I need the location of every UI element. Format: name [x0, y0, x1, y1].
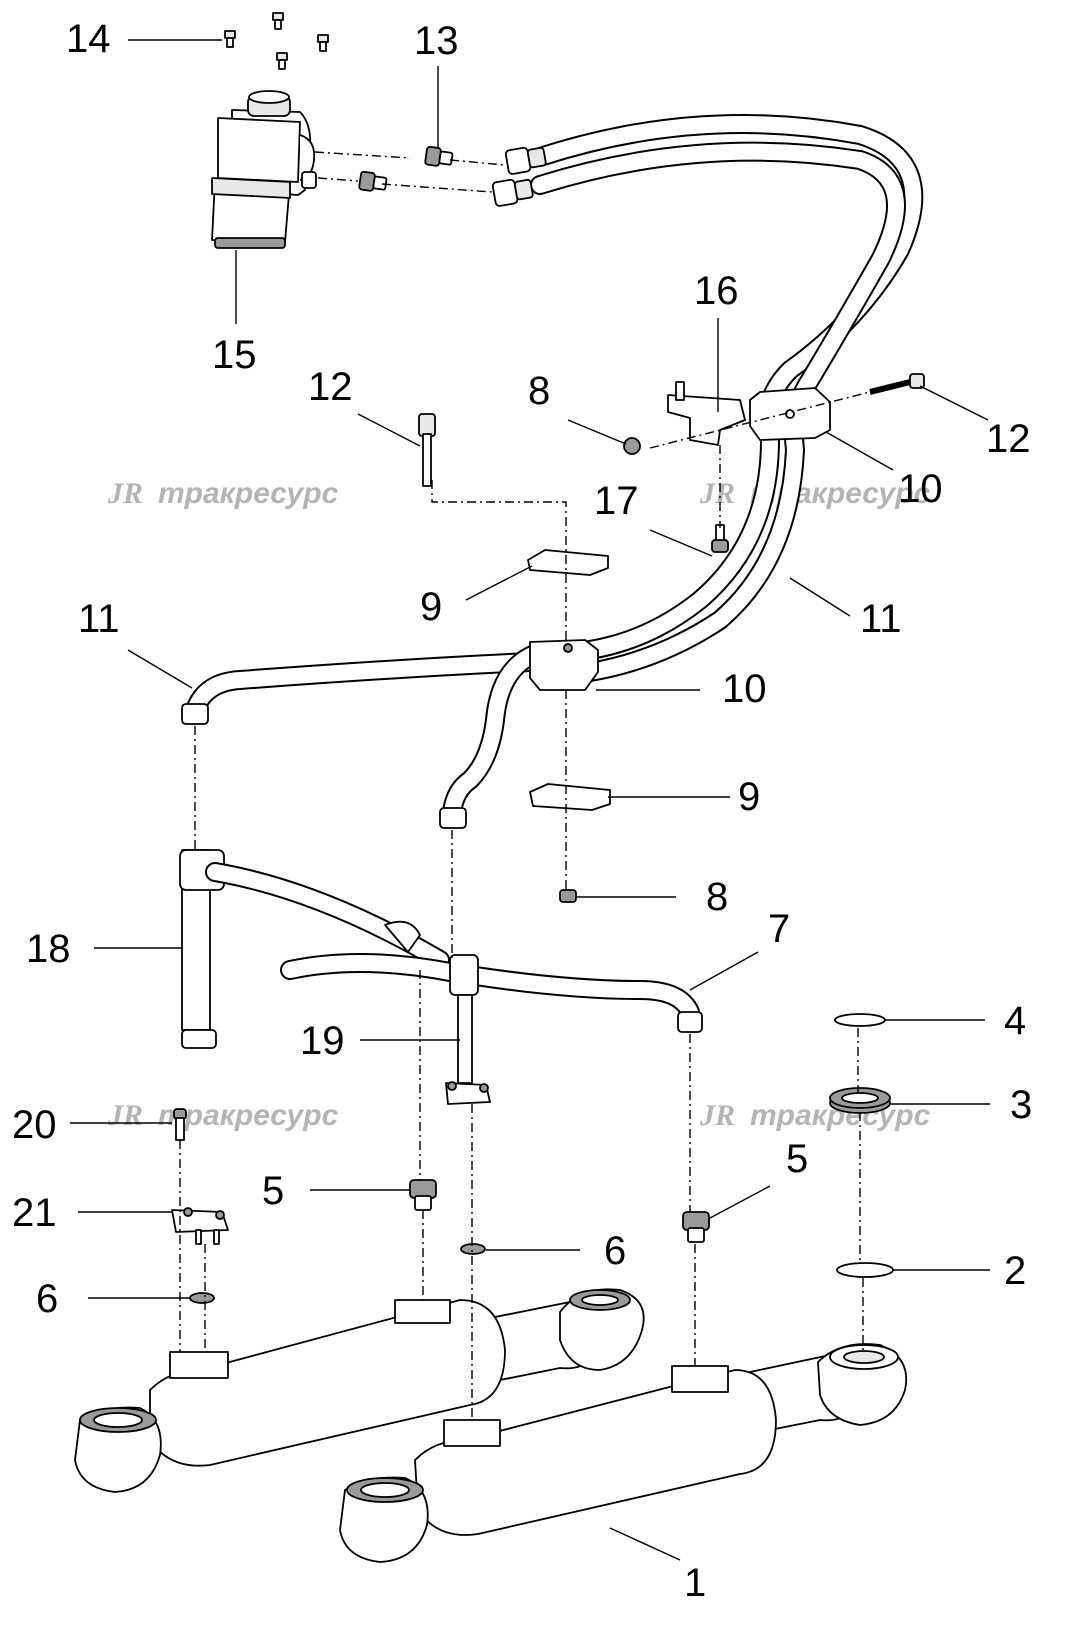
clamp-10-upper [749, 387, 831, 441]
hose-nut [677, 1011, 703, 1033]
callouts: 14 13 15 16 12 8 12 10 17 9 11 11 10 9 8… [12, 17, 1032, 1605]
cylinder-1-back [74, 1288, 645, 1493]
watermark-logo: JR [107, 1099, 143, 1132]
callout-21: 21 [12, 1191, 57, 1235]
hose-nut [181, 703, 209, 725]
callout-9-upper: 9 [420, 585, 442, 629]
cylinder-1-front [339, 1343, 908, 1563]
hose-7 [280, 920, 703, 1033]
flange-21 [171, 1207, 229, 1245]
watermark-text: тракресурс [158, 477, 339, 510]
callout-13: 13 [414, 19, 459, 63]
callout-10-lower: 10 [722, 667, 767, 711]
callout-15: 15 [212, 333, 257, 377]
callout-9-lower: 9 [738, 775, 760, 819]
bolt-20 [173, 1108, 187, 1141]
clamp-10-lower [529, 639, 599, 691]
tee-19 [445, 954, 491, 1105]
steering-unit-15 [211, 90, 317, 249]
assembly-center-lines [179, 151, 871, 1420]
washer-6-middle [460, 1243, 486, 1255]
watermark-logo: JR [699, 1099, 735, 1132]
callout-8-upper: 8 [528, 369, 550, 413]
hose-nut [439, 807, 467, 829]
washer-6-left [189, 1292, 215, 1304]
leader-lines [70, 39, 990, 1561]
callout-8-lower: 8 [706, 875, 728, 919]
callout-12-right: 12 [986, 417, 1031, 461]
callout-2: 2 [1004, 1249, 1026, 1293]
callout-6-left: 6 [36, 1277, 58, 1321]
callout-1: 1 [684, 1561, 706, 1605]
bolt-17 [711, 524, 729, 553]
nut-8-lower [559, 889, 577, 903]
bolts-14 [224, 12, 329, 70]
watermark: JR тракресурс JR тракресурс JR тракресур… [107, 477, 931, 1132]
callout-14: 14 [66, 17, 111, 61]
bracket-16 [667, 381, 746, 446]
seal-3 [829, 1087, 891, 1114]
watermark-logo: JR [699, 477, 735, 510]
callout-16: 16 [694, 269, 739, 313]
nut-8-upper [623, 437, 641, 455]
callout-3: 3 [1010, 1083, 1032, 1127]
callout-12-left: 12 [308, 365, 353, 409]
seal-4 [834, 1013, 886, 1027]
callout-19: 19 [300, 1019, 345, 1063]
callout-5-left: 5 [262, 1169, 284, 1213]
plate-9-upper [527, 549, 609, 576]
callout-18: 18 [26, 927, 71, 971]
watermark-logo: JR [107, 477, 143, 510]
callout-11-right: 11 [860, 597, 902, 641]
callout-17: 17 [594, 479, 639, 523]
callout-11-left: 11 [78, 597, 120, 641]
callout-7: 7 [768, 907, 790, 951]
watermark-text: тракресурс [158, 1099, 339, 1132]
fittings-13 [358, 145, 454, 192]
adapter-5-right [682, 1211, 710, 1243]
callout-4: 4 [1004, 999, 1026, 1043]
callout-6-middle: 6 [604, 1229, 626, 1273]
bolt-12-left [418, 413, 436, 487]
callout-5-right: 5 [786, 1137, 808, 1181]
callout-10-upper: 10 [898, 467, 943, 511]
adapter-5-left [409, 1179, 437, 1211]
plate-9-lower [529, 783, 611, 811]
callout-20: 20 [12, 1103, 57, 1147]
seal-2 [836, 1262, 894, 1278]
hoses-11 [181, 114, 924, 829]
bolt-12-right [869, 373, 925, 395]
